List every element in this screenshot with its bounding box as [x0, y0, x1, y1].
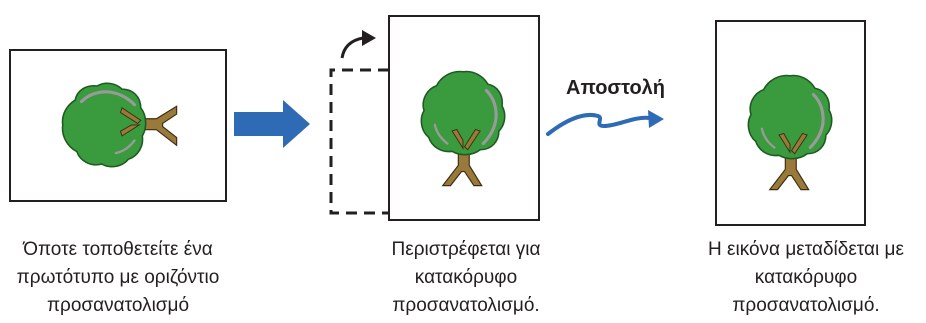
- caption-line: κατακόρυφο: [414, 267, 518, 288]
- transmission-arrow-icon: [546, 113, 652, 136]
- caption-rotated: Περιστρέφεται για κατακόρυφο προσανατολι…: [368, 236, 564, 320]
- rotation-outline-dashed: [329, 68, 389, 215]
- caption-received: Η εικόνα μεταδίδεται με κατακόρυφο προσα…: [688, 236, 924, 320]
- transmission-arrowhead-icon: [648, 110, 664, 128]
- caption-line: πρωτότυπο με οριζόντιο: [16, 267, 220, 288]
- rotate-arrowhead-icon: [362, 30, 376, 46]
- caption-line: προσανατολισμό: [46, 295, 190, 316]
- right-arrow-icon: [234, 100, 310, 148]
- caption-line: Η εικόνα μεταδίδεται με: [708, 239, 904, 260]
- caption-original: Όποτε τοποθετείτε ένα πρωτότυπο με οριζό…: [0, 236, 238, 320]
- caption-line: Περιστρέφεται για: [391, 239, 541, 260]
- caption-line: προσανατολισμό.: [392, 295, 540, 316]
- rotate-arrow-icon: [340, 36, 364, 59]
- caption-line: κατακόρυφο: [754, 267, 858, 288]
- caption-line: Όποτε τοποθετείτε ένα: [23, 239, 213, 260]
- send-label: Αποστολή: [566, 77, 666, 99]
- caption-line: προσανατολισμό.: [732, 295, 880, 316]
